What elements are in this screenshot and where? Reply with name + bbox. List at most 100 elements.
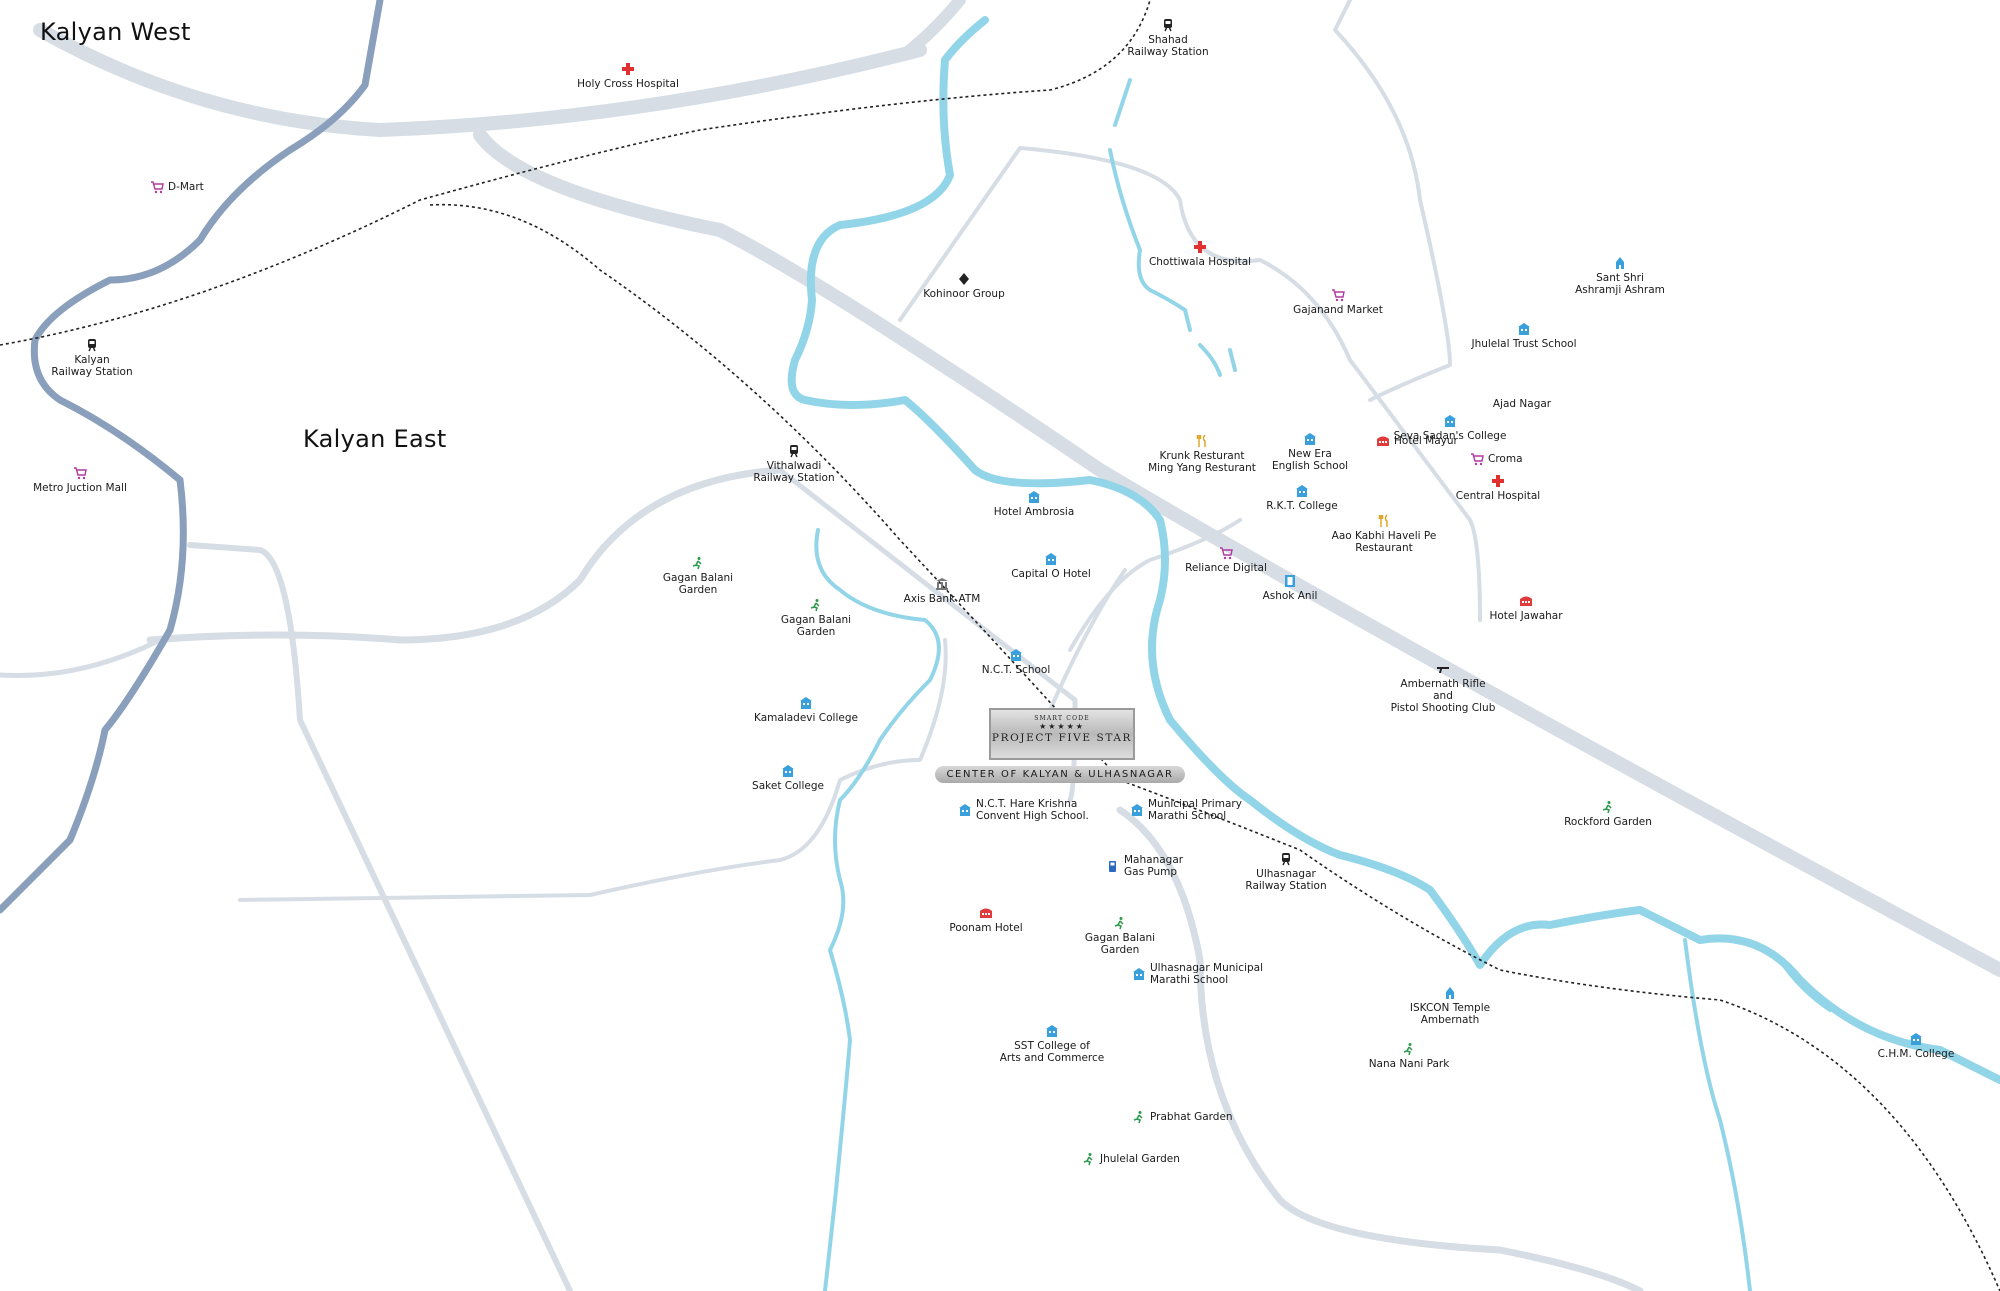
poi-label: Poonam Hotel (949, 922, 1023, 934)
poi-marker[interactable]: Rockford Garden (1513, 800, 1703, 828)
poi-marker[interactable]: Jhulelal Trust School (1429, 322, 1619, 350)
garden-icon (1132, 1110, 1146, 1124)
poi-marker[interactable]: Shahad Railway Station (1073, 18, 1263, 58)
poi-label: Vithalwadi Railway Station (753, 460, 835, 484)
poi-marker[interactable]: Kohinoor Group (869, 272, 1059, 300)
school-icon (1009, 648, 1023, 662)
restaurant-icon (1195, 434, 1209, 448)
poi-marker[interactable]: Metro Juction Mall (0, 466, 175, 494)
poi-marker[interactable]: Ajad Nagar (1427, 398, 1617, 410)
road-left-vertical (187, 542, 573, 1291)
poi-marker[interactable]: ISKCON Temple Ambernath (1355, 986, 1545, 1026)
poi-marker[interactable]: Seva Sadan's College (1355, 414, 1545, 442)
road-center-down (777, 467, 1078, 803)
poi-label: Hotel Jawahar (1489, 610, 1563, 622)
poi-marker[interactable]: Nana Nani Park (1314, 1042, 1504, 1070)
poi-label: Prabhat Garden (1150, 1111, 1233, 1123)
project-tagline: CENTER OF KALYAN & ULHASNAGAR (935, 766, 1185, 783)
poi-marker[interactable]: C.H.M. College (1821, 1032, 2000, 1060)
poi-label: Ajad Nagar (1492, 398, 1552, 410)
poi-marker[interactable]: Krunk Resturant Ming Yang Resturant (1107, 434, 1297, 474)
poi-marker[interactable]: Ulhasnagar Railway Station (1191, 852, 1381, 892)
poi-marker[interactable]: Central Hospital (1403, 474, 1593, 502)
poi-marker[interactable]: Aao Kabhi Haveli Pe Restaurant (1289, 514, 1479, 554)
area-label-kalyan-west: Kalyan West (40, 18, 191, 46)
hotel-icon (1519, 594, 1533, 608)
poi-label: Croma (1488, 453, 1523, 465)
project-badge[interactable]: SMART CODE ★★★★★ PROJECT FIVE STAR (989, 708, 1135, 760)
poi-label: Central Hospital (1455, 490, 1541, 502)
river-main (787, 16, 2000, 1084)
school-icon (958, 803, 972, 817)
school-icon (1443, 414, 1457, 428)
poi-label: N.C.T. Hare Krishna Convent High School. (976, 798, 1089, 822)
train-icon (85, 338, 99, 352)
poi-label: Aao Kabhi Haveli Pe Restaurant (1331, 530, 1437, 554)
cart-icon (150, 180, 164, 194)
poi-marker[interactable]: Ulhasnagar Municipal Marathi School (1132, 962, 1263, 986)
poi-marker[interactable]: Hotel Jawahar (1431, 594, 1621, 622)
poi-marker[interactable]: Municipal Primary Marathi School (1130, 798, 1242, 822)
school-icon (1132, 967, 1146, 981)
poi-marker[interactable]: Kalyan Railway Station (0, 338, 187, 378)
poi-marker[interactable]: Prabhat Garden (1132, 1110, 1233, 1124)
poi-marker[interactable]: Reliance Digital (1131, 546, 1321, 574)
poi-label: Kohinoor Group (923, 288, 1005, 300)
poi-marker[interactable]: Gajanand Market (1243, 288, 1433, 316)
badge-stars: ★★★★★ (1039, 722, 1085, 731)
poi-label: ISKCON Temple Ambernath (1409, 1002, 1491, 1026)
poi-marker[interactable]: N.C.T. Hare Krishna Convent High School. (958, 798, 1089, 822)
school-icon (781, 764, 795, 778)
school-icon (1303, 432, 1317, 446)
road-saket (238, 638, 948, 902)
poi-marker[interactable]: Chottiwala Hospital (1105, 240, 1295, 268)
poi-label: Shahad Railway Station (1127, 34, 1209, 58)
garden-icon (809, 598, 823, 612)
temple-icon (1613, 256, 1627, 270)
poi-marker[interactable]: Ashok Anil (1195, 574, 1385, 602)
poi-label: Jhulelal Trust School (1471, 338, 1577, 350)
gun-icon (1436, 662, 1450, 676)
poi-label: N.C.T. School (981, 664, 1051, 676)
poi-marker[interactable]: Axis Bank ATM (847, 577, 1037, 605)
poi-marker[interactable]: Ambernath Rifle and Pistol Shooting Club (1348, 662, 1538, 714)
poi-marker[interactable]: Kamaladevi College (711, 696, 901, 724)
poi-marker[interactable]: Jhulelal Garden (1082, 1152, 1180, 1166)
road-top-arc (33, 23, 927, 137)
school-icon (1044, 552, 1058, 566)
road-north-center (898, 146, 1482, 622)
poi-marker[interactable]: Gagan Balani Garden (721, 598, 911, 638)
poi-marker[interactable]: Hotel Ambrosia (939, 490, 1129, 518)
train-icon (1279, 852, 1293, 866)
poi-label: Seva Sadan's College (1393, 430, 1507, 442)
poi-label: Municipal Primary Marathi School (1148, 798, 1242, 822)
poi-marker[interactable]: SST College of Arts and Commerce (957, 1024, 1147, 1064)
poi-label: Holy Cross Hospital (577, 78, 679, 90)
poi-label: Metro Juction Mall (33, 482, 127, 494)
hotel-icon (979, 906, 993, 920)
poi-label: SST College of Arts and Commerce (999, 1040, 1105, 1064)
poi-marker[interactable]: Sant Shri Ashramji Ashram (1525, 256, 1715, 296)
poi-label: Gajanand Market (1293, 304, 1383, 316)
poi-marker[interactable]: Poonam Hotel (891, 906, 1081, 934)
school-icon (1130, 803, 1144, 817)
poi-marker[interactable]: Vithalwadi Railway Station (699, 444, 889, 484)
poi-marker[interactable]: Capital O Hotel (956, 552, 1146, 580)
poi-marker[interactable]: N.C.T. School (921, 648, 1111, 676)
poi-marker[interactable]: R.K.T. College (1207, 484, 1397, 512)
poi-marker[interactable]: Mahanagar Gas Pump (1106, 854, 1183, 878)
poi-marker[interactable]: Saket College (693, 764, 883, 792)
poi-marker[interactable]: Gagan Balani Garden (1025, 916, 1215, 956)
river-branch-east (1778, 958, 1832, 1012)
poi-marker[interactable]: Gagan Balani Garden (603, 556, 793, 596)
poi-marker[interactable]: D-Mart (150, 180, 204, 194)
poi-label: Krunk Resturant Ming Yang Resturant (1148, 450, 1256, 474)
poi-marker[interactable]: Croma (1470, 452, 1523, 466)
road-reliance (1068, 518, 1242, 652)
poi-marker[interactable]: Hotel Mayur (1376, 434, 1458, 448)
poi-marker[interactable]: Holy Cross Hospital (533, 62, 723, 90)
train-icon (787, 444, 801, 458)
river-branch-left (814, 528, 941, 1291)
poi-marker[interactable]: New Era English School (1215, 432, 1405, 472)
